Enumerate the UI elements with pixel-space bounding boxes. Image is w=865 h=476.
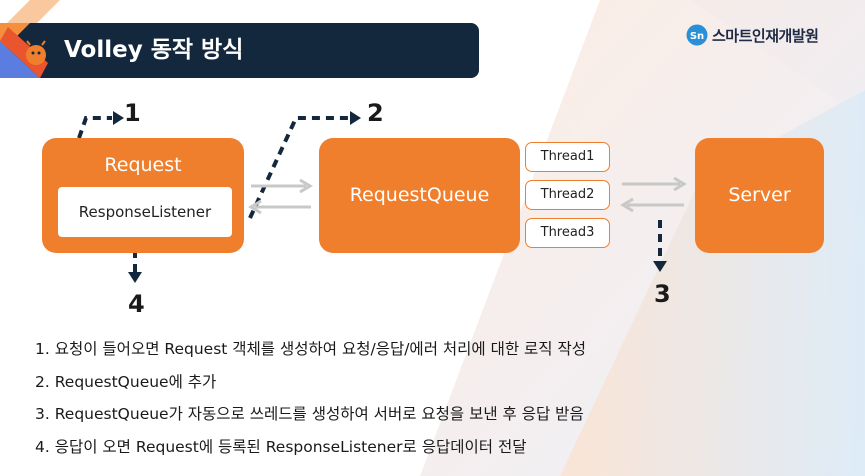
arrow-head-1 [113,111,124,125]
arrow-request-to-queue [251,178,313,194]
arrow-step-1 [77,116,112,139]
response-listener-box: ResponseListener [58,187,232,237]
step-item-4: 4. 응답이 오면 Request에 등록된 ResponseListener로… [35,437,527,456]
android-logo-icon [0,23,48,78]
step-item-2: 2. RequestQueue에 추가 [35,372,217,391]
title-bar: Volley 동작 방식 [0,23,479,78]
request-queue-box: RequestQueue [319,138,520,253]
request-box: Request ResponseListener [42,138,244,253]
brand: Sn 스마트인재개발원 [686,22,819,48]
arrow-queue-to-request [248,199,311,215]
thread-box-2: Thread2 [525,180,610,210]
arrow-head-3 [653,261,667,272]
step-list: 1. 요청이 들어오면 Request 객체를 생성하여 요청/응답/에러 처리… [35,336,586,466]
svg-text:Sn: Sn [690,31,704,42]
server-label: Server [728,184,791,206]
thread-box-1: Thread1 [525,142,610,172]
request-label: Request [104,154,182,176]
step-number-3: 3 [654,280,671,308]
step-number-1: 1 [124,99,141,127]
step-number-2: 2 [367,99,384,127]
page-title: Volley 동작 방식 [64,37,244,63]
thread-box-3: Thread3 [525,218,610,248]
brand-logo-icon: Sn [686,24,708,46]
arrow-queue-to-server [622,176,687,192]
step-number-4: 4 [128,290,145,318]
arrow-head-2 [350,111,361,125]
step-item-3: 3. RequestQueue가 자동으로 쓰레드를 생성하여 서버로 요청을 … [35,405,584,423]
request-queue-label: RequestQueue [349,184,490,206]
arrow-server-to-queue [620,197,684,213]
arrow-head-4 [128,272,142,283]
step-item-1: 1. 요청이 들어오면 Request 객체를 생성하여 요청/응답/에러 처리… [35,340,587,358]
arrow-step-2 [248,116,350,219]
brand-name: 스마트인재개발원 [712,26,819,45]
server-box: Server [695,138,824,253]
